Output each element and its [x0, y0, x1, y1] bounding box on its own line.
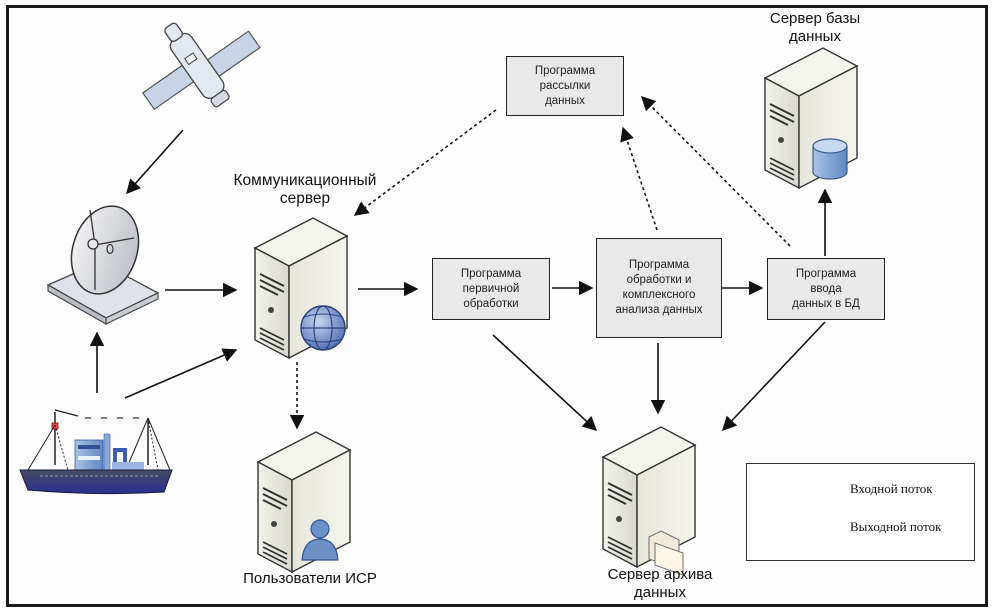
archive-server-label-line2: данных	[634, 584, 686, 601]
edges	[85, 95, 833, 432]
complex-analysis-line3: комплексного	[622, 289, 696, 301]
edge-satellite-antenna	[126, 129, 184, 195]
users-server-icon	[256, 431, 352, 574]
comm-server-label-line2: сервер	[279, 190, 331, 207]
folder-icon	[648, 530, 684, 576]
edge-primary-archive	[492, 334, 598, 431]
archive-server-label: Сервер архива данных	[570, 566, 750, 602]
db-input-box[interactable]: Программа ввода данных в БД	[767, 258, 885, 320]
complex-analysis-line4: анализа данных	[615, 304, 703, 316]
db-input-line3: данных в БД	[792, 297, 860, 310]
complex-analysis-line2: обработки и	[626, 274, 692, 286]
comm-server-label-line1: Коммуникационный	[233, 172, 377, 189]
complex-analysis-box[interactable]: Программа обработки и комплексного анали…	[596, 238, 722, 338]
db-server-icon	[763, 47, 859, 190]
archive-server-icon	[601, 426, 697, 576]
user-icon	[301, 519, 339, 561]
primary-processing-line2: первичной	[462, 282, 520, 295]
distribution-program-line2: рассылки	[539, 79, 591, 92]
distribution-program-line3: данных	[545, 94, 585, 107]
database-icon	[812, 138, 848, 180]
distribution-program-box[interactable]: Программа рассылки данных	[506, 56, 624, 116]
comm-server-icon	[253, 217, 349, 360]
db-server-label-line2: данных	[789, 28, 841, 45]
archive-server-label-line1: Сервер архива	[607, 566, 713, 583]
satellite-icon	[141, 22, 261, 111]
primary-processing-line3: обработки	[463, 297, 519, 310]
db-server-label: Сервер базы данных	[745, 10, 885, 46]
legend-output-flow-label: Выходной поток	[850, 519, 942, 534]
db-server-label-line1: Сервер базы	[769, 10, 861, 27]
edge-ship-comm-server	[124, 348, 238, 399]
satellite-dish-icon	[46, 205, 160, 325]
ship-icon	[19, 409, 173, 495]
complex-analysis-line1: Программа	[628, 259, 690, 271]
edge-distribution-comm-server	[353, 109, 497, 216]
db-input-line1: Программа	[795, 267, 857, 280]
edge-dbinput-distribution	[640, 95, 791, 247]
primary-processing-line1: Программа	[460, 267, 522, 280]
comm-server-label: Коммуникационный сервер	[205, 172, 405, 208]
db-input-line2: ввода	[810, 282, 842, 295]
edge-complex-distribution	[620, 126, 658, 231]
users-server-label-text: Пользователи ИСР	[243, 570, 377, 587]
globe-icon	[300, 305, 346, 351]
primary-processing-box[interactable]: Программа первичной обработки	[432, 258, 550, 320]
legend	[746, 463, 975, 561]
edge-dbinput-archive	[722, 321, 826, 432]
users-server-label: Пользователи ИСР	[210, 570, 410, 588]
legend-input-flow-label: Входной поток	[850, 481, 933, 496]
distribution-program-line1: Программа	[534, 64, 596, 77]
